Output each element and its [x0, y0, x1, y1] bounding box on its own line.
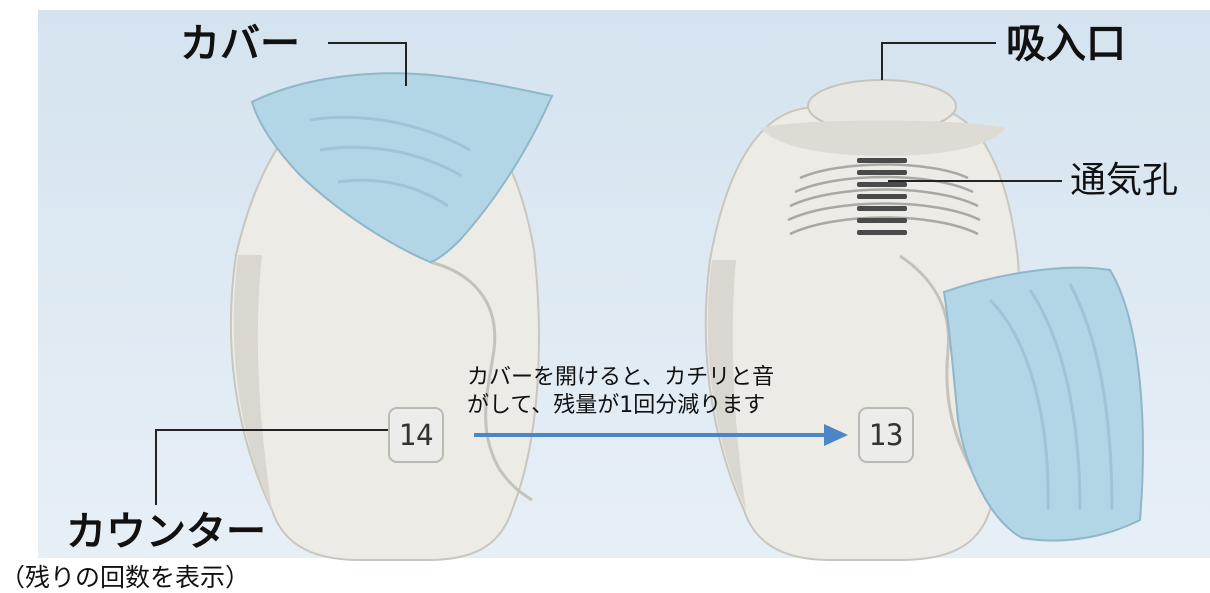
cover-ridge: [1028, 289, 1082, 511]
leader-cover: [328, 42, 407, 86]
label-counter: カウンター: [66, 509, 266, 555]
cover-ridge: [337, 178, 449, 208]
label-counter-note: （残りの回数を表示）: [0, 563, 251, 592]
counter-display-before: 14: [388, 407, 444, 463]
air-vent: [787, 163, 981, 236]
cover-closed: [250, 72, 554, 264]
mouthpiece-collar: [760, 120, 1006, 156]
label-vent: 通気孔: [1070, 160, 1179, 201]
inhaler-closed: [229, 72, 554, 561]
arrow-note-line2: がして、残量が1回分減ります: [467, 393, 766, 418]
cover-ridge: [319, 145, 463, 178]
leader-counter: [155, 429, 396, 505]
cover-joint-left: [429, 260, 533, 502]
cover-ridge: [988, 298, 1050, 511]
inhaler-side-shade-right: [707, 260, 746, 510]
transition-arrow: [474, 424, 848, 446]
air-vent-slots: [857, 158, 907, 235]
arrow-note-line1: カバーを開けると、カチリと音: [467, 365, 775, 390]
leader-mouthpiece: [881, 42, 996, 80]
counter-display-after: 13: [858, 407, 914, 463]
cover-joint-right: [899, 254, 974, 471]
label-mouthpiece: 吸入口: [1006, 21, 1126, 67]
cover-ridge: [1068, 283, 1114, 511]
inhaler-body-right: [704, 107, 1021, 561]
inhaler-opened: [704, 79, 1144, 561]
cover-ridge: [309, 115, 471, 152]
label-cover: カバー: [180, 21, 300, 67]
leader-lines: [155, 42, 1062, 505]
cover-opened: [942, 266, 1144, 542]
inhaler-side-shade-left: [233, 255, 272, 510]
